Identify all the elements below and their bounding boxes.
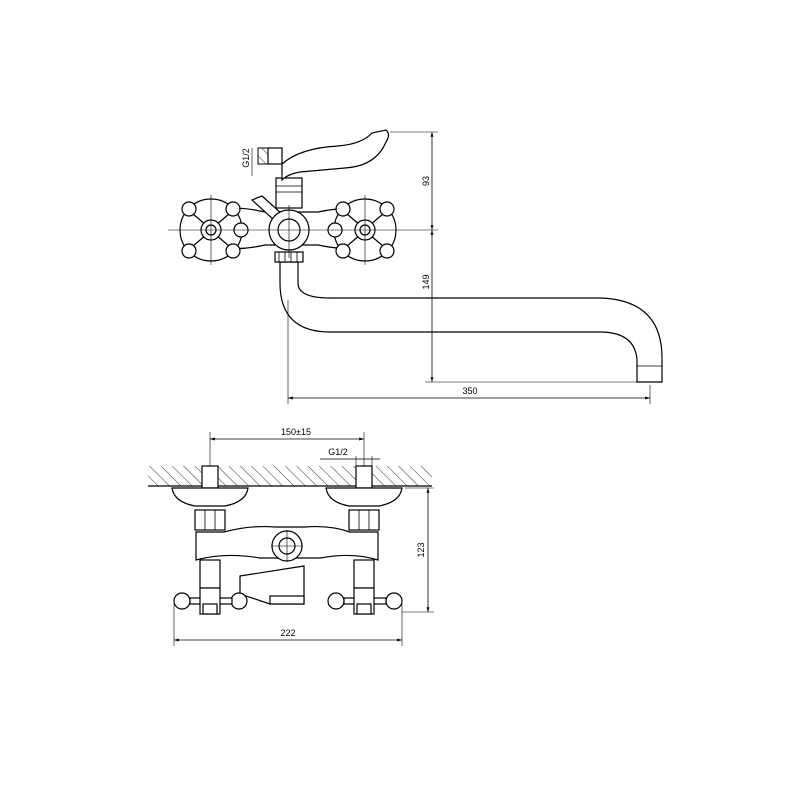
wall-hatch: [148, 466, 432, 486]
thread-outlet: [257, 147, 269, 165]
diverter-lever: [281, 129, 390, 182]
right-escutcheon: [325, 487, 403, 507]
front-view: 150±15 G1/2 123 222: [148, 427, 434, 646]
dim-150: 150±15: [281, 427, 311, 437]
dim-350: 350: [462, 386, 477, 396]
spout: [279, 261, 663, 383]
dim-thread-top: G1/2: [241, 148, 251, 168]
top-view: 93 149 350 G1/2: [168, 129, 663, 404]
dim-222: 222: [280, 628, 295, 638]
dim-thread-front: G1/2: [328, 447, 348, 457]
left-escutcheon: [171, 487, 249, 507]
dim-149: 149: [421, 274, 431, 289]
dim-93: 93: [421, 176, 431, 186]
front-left-handle: [173, 587, 248, 615]
front-right-handle: [327, 587, 403, 615]
dim-123: 123: [416, 542, 426, 557]
